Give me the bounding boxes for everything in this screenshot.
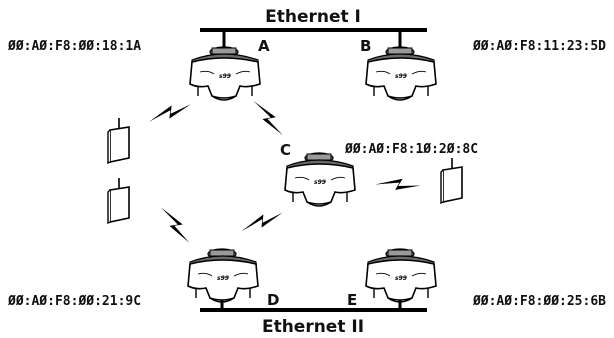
radio-link-client2-d — [153, 207, 197, 243]
access-point-b-label: B — [360, 37, 371, 55]
access-point-c-label: C — [280, 141, 291, 159]
access-point-e-label: E — [347, 291, 357, 309]
access-point-e-mac: ØØ:AØ:F8:ØØ:25:6B — [472, 294, 606, 309]
access-point-c — [284, 152, 356, 207]
mobile-terminal-icon — [440, 157, 463, 204]
access-point-e — [365, 248, 437, 303]
access-point-d-label: D — [267, 291, 279, 309]
radio-link-c-client3 — [375, 173, 421, 197]
radio-link-c-d — [241, 203, 283, 241]
mobile-terminal-icon — [107, 177, 130, 224]
access-point-a — [189, 46, 261, 101]
access-point-a-mac: ØØ:AØ:F8:ØØ:18:1A — [7, 39, 141, 54]
access-point-d-mac: ØØ:AØ:F8:ØØ:21:9C — [7, 294, 141, 309]
radio-link-a-c — [246, 100, 290, 136]
access-point-d — [187, 248, 259, 303]
access-point-c-mac: ØØ:AØ:F8:1Ø:2Ø:8C — [344, 142, 478, 157]
mobile-terminal-icon — [107, 117, 130, 164]
ethernet-2-label: Ethernet II — [262, 317, 364, 337]
access-point-b — [365, 46, 437, 101]
access-point-b-mac: ØØ:AØ:F8:11:23:5D — [472, 39, 606, 54]
radio-link-client1-a — [148, 94, 192, 132]
ethernet-1-label: Ethernet I — [265, 7, 361, 27]
access-point-a-label: A — [258, 37, 270, 55]
